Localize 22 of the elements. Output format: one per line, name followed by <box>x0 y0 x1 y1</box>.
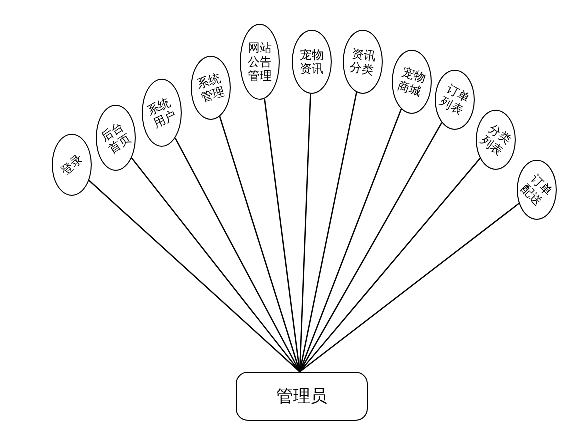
node-label: 管理员 <box>276 386 328 408</box>
node-label: 订单配送 <box>518 170 556 210</box>
node-label: 订单列表 <box>436 82 474 118</box>
actor-box <box>236 372 368 421</box>
node-label: 网站公告管理 <box>247 41 273 83</box>
node-label: 分类列表 <box>477 121 515 159</box>
connector-line <box>300 203 520 373</box>
node-label: 登录 <box>58 151 86 179</box>
node-label: 后台首页 <box>97 119 135 157</box>
connector-line <box>299 122 443 372</box>
ellipse-node <box>142 79 182 147</box>
connector-line <box>131 158 301 372</box>
node-label: 系统用户 <box>144 94 180 132</box>
node-label: 宠物资讯 <box>299 48 325 76</box>
node-label: 系统管理 <box>194 70 228 106</box>
node-label: 资讯分类 <box>348 46 378 78</box>
ellipse-node <box>392 50 432 114</box>
node-label: 宠物商城 <box>395 64 429 100</box>
ellipse-node <box>191 56 231 120</box>
connector-line <box>300 158 481 372</box>
ellipse-node <box>435 70 475 130</box>
connector-line <box>88 180 300 372</box>
